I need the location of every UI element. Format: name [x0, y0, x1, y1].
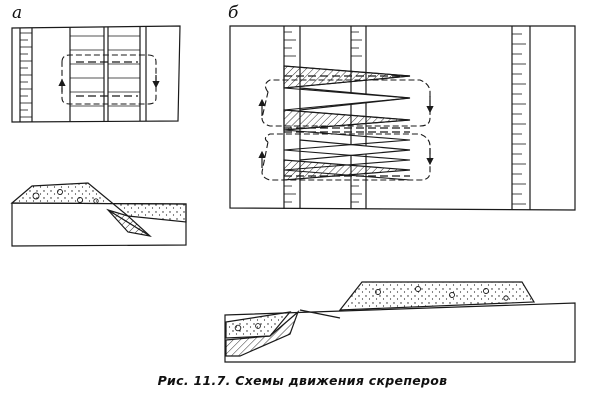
panel-b-section — [224, 281, 576, 363]
panel-a-plan — [11, 25, 181, 123]
figure-caption: Рис. 11.7. Схемы движения скреперов — [157, 373, 448, 388]
panel-b-embankment — [338, 281, 536, 311]
panel-a-cut-lines — [76, 61, 138, 97]
panel-a-left-ticks — [20, 32, 32, 118]
panel-b-upper-loop — [261, 79, 431, 127]
panel-b-plan — [229, 25, 576, 211]
panel-a-movement-loop — [61, 54, 157, 105]
panel-b-strip-ticks — [284, 31, 526, 205]
panel-b-zigzag — [283, 65, 411, 181]
panel-a-label: а — [12, 3, 23, 23]
panel-b-zigzag-outline — [283, 65, 411, 181]
panel-b-lower-loop — [261, 133, 431, 181]
panel-a-embankment — [10, 182, 187, 223]
panel-a-center-ticks — [70, 35, 140, 107]
panel-b-cut-hatch — [225, 310, 300, 357]
panel-b-label: б — [228, 3, 239, 23]
panel-a-section — [10, 182, 187, 247]
